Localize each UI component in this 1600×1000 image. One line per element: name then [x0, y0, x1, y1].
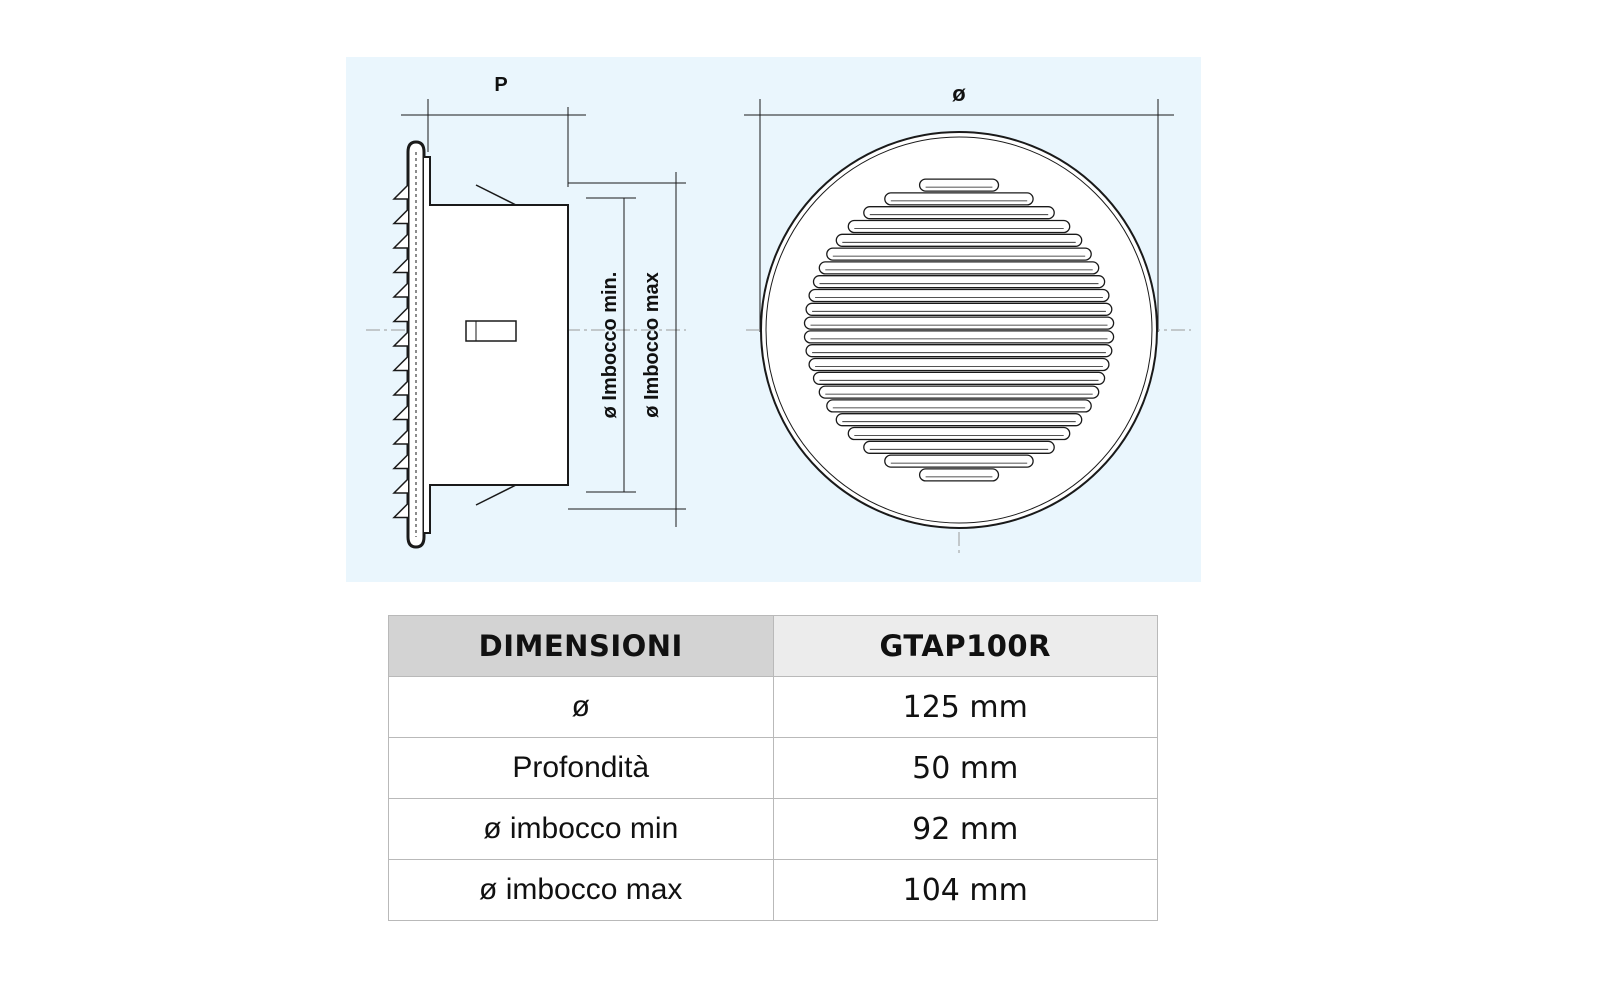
- row-value-inlet-min: 92 mm: [772, 798, 1158, 860]
- row-label-inlet-min: ø imbocco min: [388, 798, 774, 860]
- grille-slat: [835, 233, 1083, 247]
- grille-slat: [805, 302, 1113, 316]
- depth-dimension-label: P: [494, 74, 507, 96]
- grille-slat: [818, 385, 1100, 399]
- header-dimension: DIMENSIONI: [388, 615, 774, 677]
- grille-slat: [863, 440, 1055, 454]
- grille-slat: [803, 330, 1115, 344]
- row-label-inlet-max: ø imbocco max: [388, 859, 774, 921]
- header-model: GTAP100R: [772, 615, 1158, 677]
- row-label-diameter: ø: [388, 676, 774, 738]
- row-value-inlet-max: 104 mm: [772, 859, 1158, 921]
- side-louver-tooth: [392, 429, 409, 445]
- side-louver-tooth: [392, 453, 409, 470]
- grille-slat: [884, 454, 1034, 468]
- table-row: ø imbocco max 104 mm: [388, 859, 1158, 921]
- grille-technical-drawing: P ø Imbocco min. ø Imbocco max ø: [366, 74, 1191, 557]
- side-louver-tooth: [392, 282, 409, 298]
- inlet-min-dimension-label: ø Imbocco min.: [599, 272, 621, 419]
- grille-slat: [805, 344, 1113, 358]
- grille-slat: [826, 247, 1092, 261]
- side-louver-tooth: [392, 208, 409, 225]
- side-louver-tooth: [392, 184, 409, 200]
- row-value-depth: 50 mm: [772, 737, 1158, 799]
- table-row: ø 125 mm: [388, 676, 1158, 738]
- technical-drawing-panel: P ø Imbocco min. ø Imbocco max ø: [346, 57, 1201, 582]
- side-louver-tooth: [392, 306, 409, 323]
- grille-slat: [818, 261, 1100, 275]
- side-louver-tooth: [392, 331, 409, 347]
- side-view-drawing: [366, 99, 686, 549]
- grille-slat: [847, 426, 1071, 441]
- grille-slat: [826, 399, 1092, 413]
- side-louver-tooth: [392, 380, 409, 396]
- grille-slat: [812, 275, 1106, 289]
- diameter-dimension-label: ø: [952, 81, 966, 106]
- grille-slat: [808, 357, 1110, 372]
- grille-slat: [803, 316, 1115, 330]
- side-louver-tooth: [392, 233, 409, 249]
- table-row: ø imbocco min 92 mm: [388, 798, 1158, 860]
- grille-slat: [884, 192, 1034, 206]
- row-label-depth: Profondità: [388, 737, 774, 799]
- inlet-max-dimension-label: ø Imbocco max: [641, 272, 663, 418]
- table-header-row: DIMENSIONI GTAP100R: [388, 615, 1158, 677]
- row-value-diameter: 125 mm: [772, 676, 1158, 738]
- grille-slat: [812, 371, 1106, 385]
- grille-slat: [918, 468, 1000, 482]
- grille-slat: [808, 288, 1110, 303]
- dimensions-table: DIMENSIONI GTAP100R ø 125 mm Profondità …: [388, 615, 1158, 921]
- grille-slat: [863, 206, 1055, 220]
- grille-slat: [918, 178, 1000, 192]
- side-louver-tooth: [392, 478, 409, 494]
- grille-slat: [847, 219, 1071, 234]
- side-louver-tooth: [392, 502, 409, 519]
- grille-slat: [835, 413, 1083, 427]
- side-louver-tooth: [392, 355, 409, 372]
- front-view-drawing: [744, 99, 1191, 557]
- side-louver-tooth: [392, 257, 409, 274]
- side-louver-tooth: [392, 404, 409, 421]
- table-row: Profondità 50 mm: [388, 737, 1158, 799]
